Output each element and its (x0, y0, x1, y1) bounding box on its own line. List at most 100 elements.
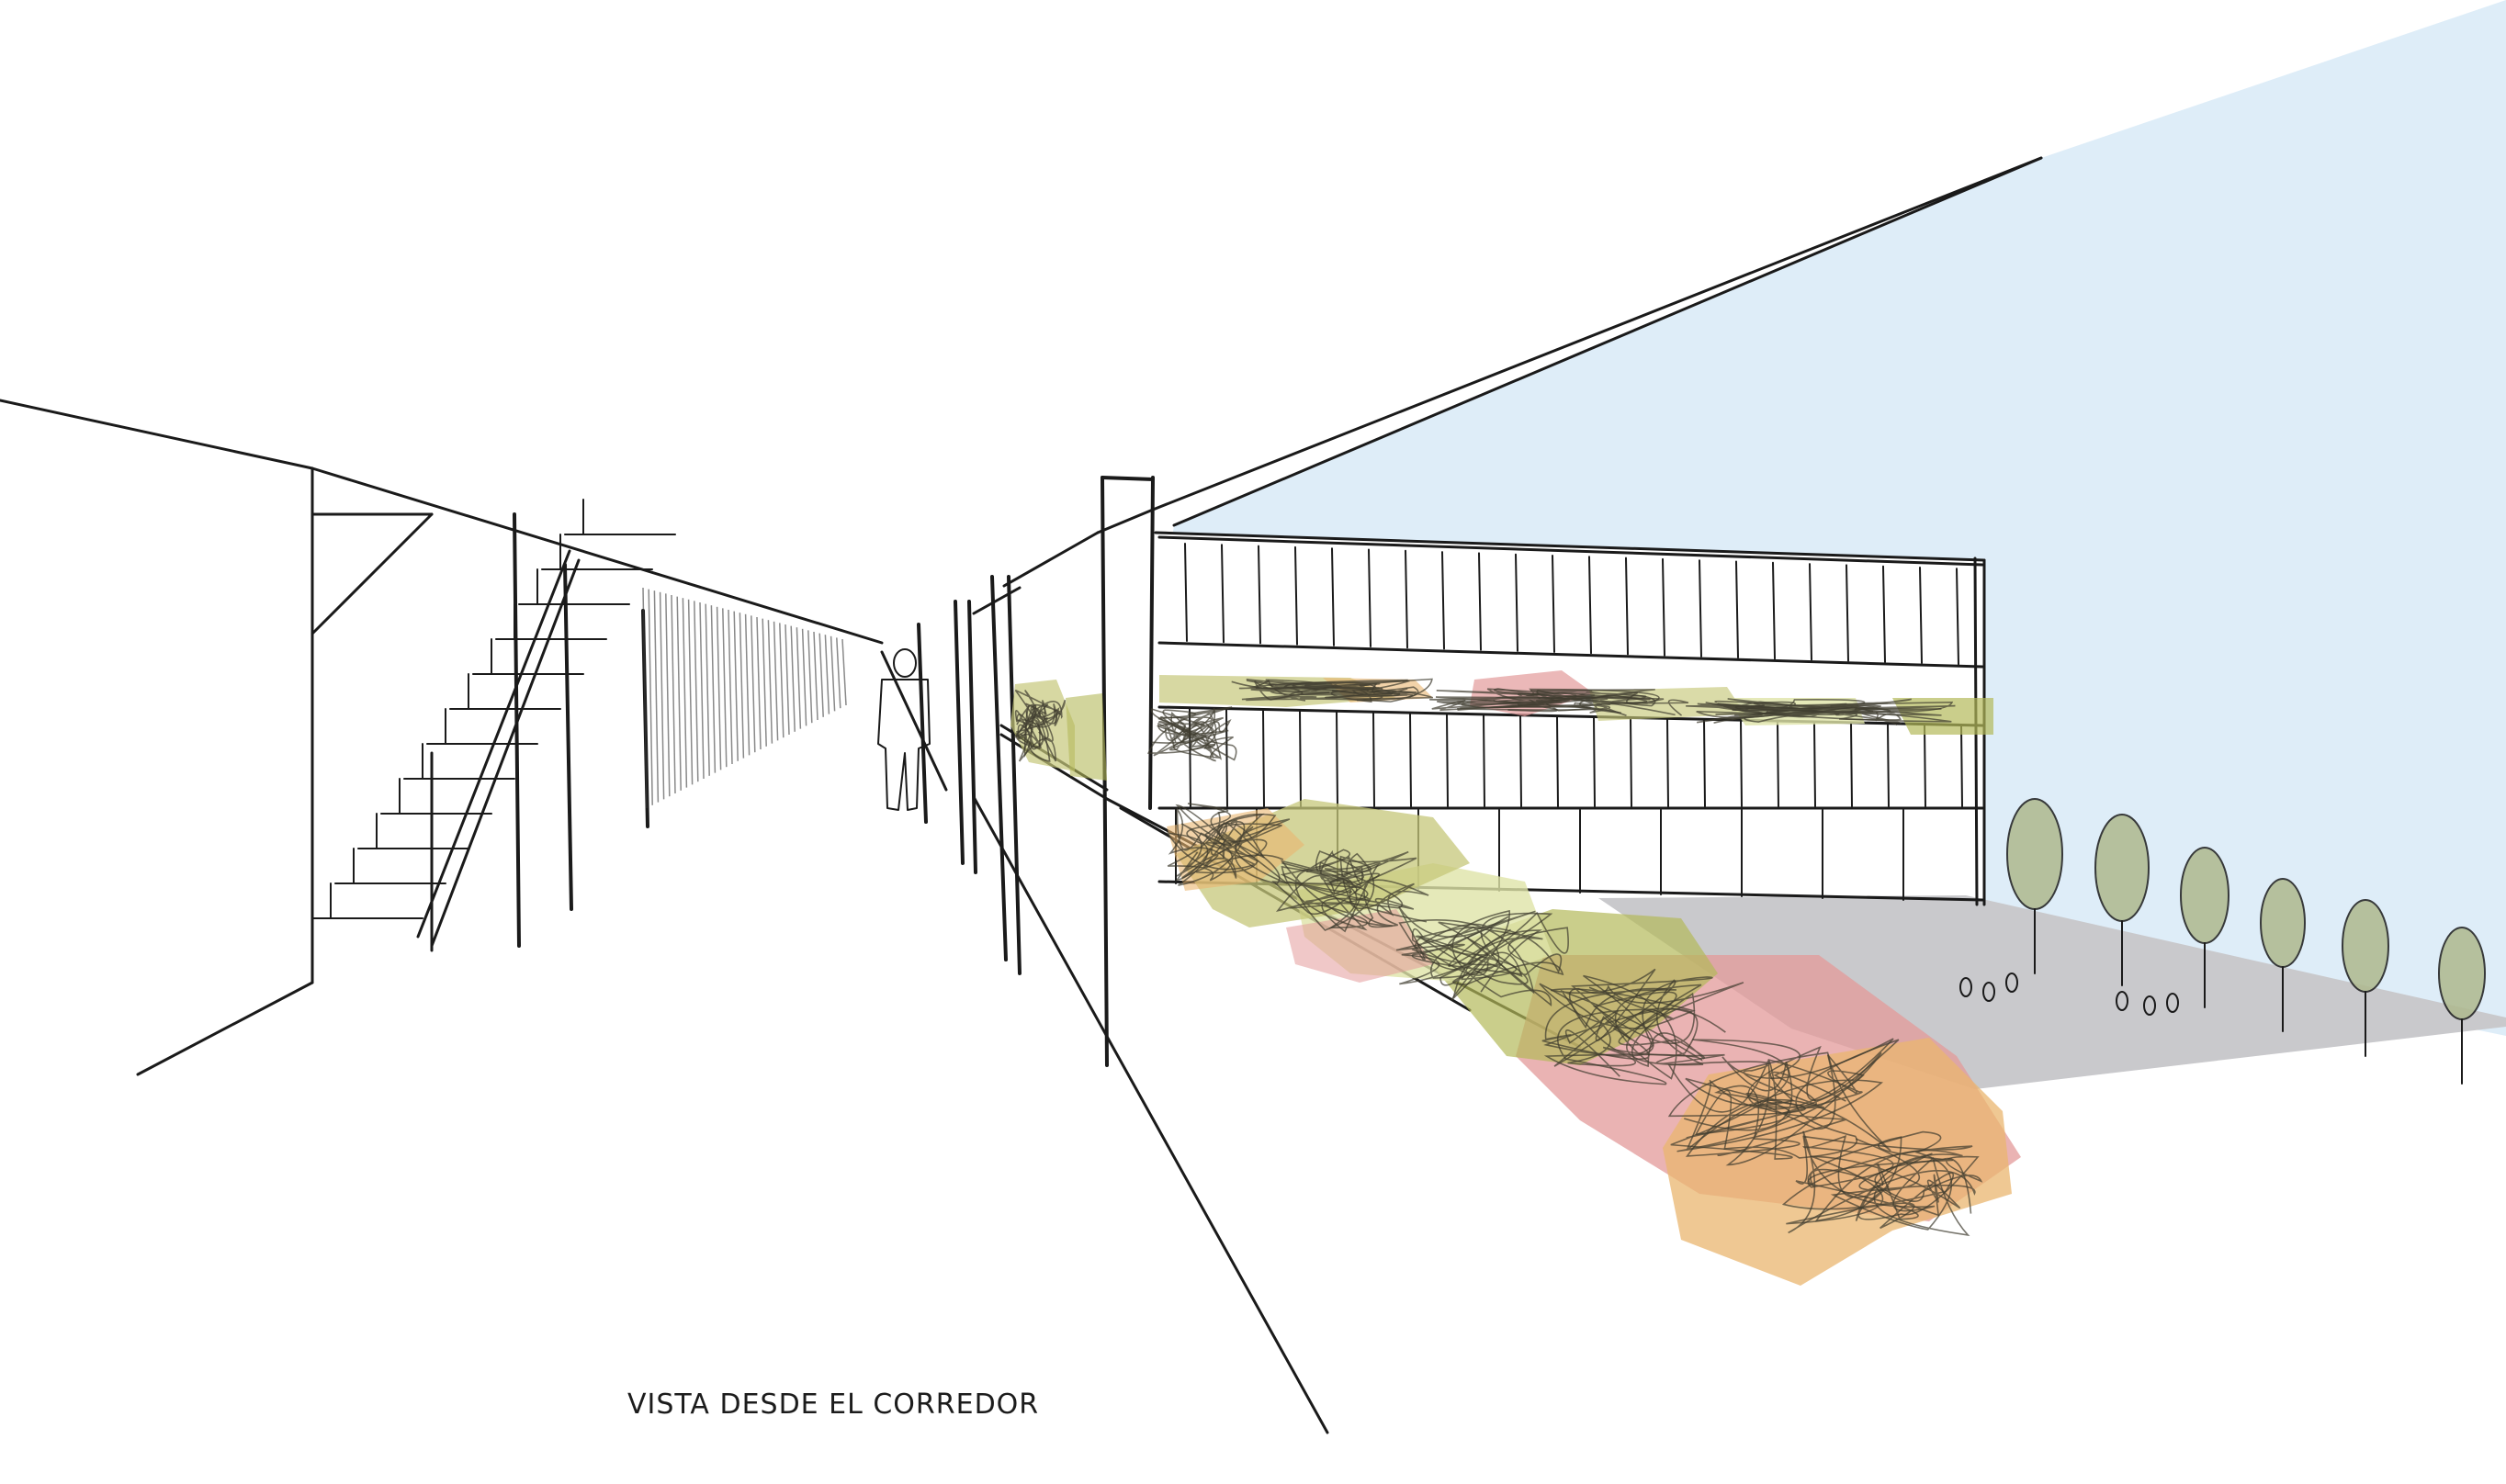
sketch-stroke (416, 549, 571, 939)
sketch-stroke (756, 616, 762, 750)
sketch-stroke (1882, 565, 1886, 663)
sketch-stroke (813, 631, 818, 721)
sketch-stroke (801, 628, 807, 726)
plaza-person (2005, 972, 2018, 993)
scribble-stroke (1429, 689, 1656, 714)
sketch-stroke (1515, 553, 1518, 652)
scribble-stroke (1788, 1130, 1976, 1237)
sketch-stroke (744, 613, 751, 756)
sketch-stroke (1740, 720, 1743, 807)
sketch-stroke (1478, 552, 1482, 651)
plaza-figures (1959, 972, 2179, 1016)
sketch-stroke (836, 637, 841, 709)
sketch-stroke (1336, 711, 1338, 807)
sketch-stroke (1735, 560, 1739, 658)
sketch-stroke (1956, 568, 1959, 666)
sketch-stroke (1441, 551, 1445, 650)
scribble-stroke (1167, 803, 1284, 882)
sketch-stroke (671, 594, 676, 794)
scribble-stroke (1781, 1135, 1973, 1230)
scribble-stroke (1802, 1134, 1983, 1222)
sketch-stroke (1850, 723, 1853, 807)
sketch-stroke (710, 605, 717, 773)
sky-wash (1165, 0, 2506, 1036)
sketch-stroke (728, 609, 733, 765)
sketch-stroke (830, 635, 836, 712)
planting-scribbles (1013, 678, 1983, 1237)
person-silhouette (877, 648, 931, 811)
sketch-stroke (642, 587, 648, 809)
sketch-stroke (818, 633, 824, 717)
sketch-stroke (739, 613, 745, 759)
sketch-stroke (1662, 557, 1665, 657)
sketch-stroke (773, 621, 779, 741)
sketch-caption: VISTA DESDE EL CORREDOR (627, 1388, 1040, 1421)
sketch-stroke (1666, 718, 1669, 807)
building-mullions (1175, 543, 1963, 901)
sketch-stroke (1556, 716, 1559, 807)
sketch-stroke (694, 601, 699, 782)
sketch-stroke (1446, 714, 1449, 807)
sketch-stroke (1813, 722, 1816, 807)
sketch-stroke (1225, 708, 1228, 807)
sketch-stroke (807, 630, 813, 724)
sketch-stroke (722, 608, 728, 768)
sketch-stroke (1703, 719, 1706, 807)
sketch-stroke (1299, 710, 1302, 807)
corridor-columns (513, 476, 1155, 1067)
scribble-stroke (1667, 1038, 1894, 1166)
sketch-stroke (841, 638, 847, 706)
sketch-stroke (796, 627, 802, 729)
sketch-stroke (430, 558, 581, 948)
sketch-stroke (762, 618, 767, 747)
scribble-stroke (1543, 968, 1713, 1085)
sketch-stroke (751, 615, 756, 753)
scribble-stroke (1275, 849, 1417, 931)
sketch-stroke (1772, 561, 1776, 660)
sketch-stroke (310, 512, 434, 635)
sketch-stroke (790, 625, 796, 732)
sketch-stroke (1846, 564, 1849, 662)
scribble-stroke (1231, 678, 1417, 703)
tree-canopy (2180, 847, 2229, 944)
sketch-stroke (716, 606, 722, 770)
scribble-stroke (1398, 906, 1563, 998)
tree-canopy (2342, 899, 2389, 993)
corridor-lines (0, 156, 2043, 1434)
tree-canopy (2006, 798, 2063, 910)
tree-canopy (2260, 878, 2306, 968)
scribble-stroke (1015, 700, 1067, 762)
sketch-stroke (1405, 549, 1408, 649)
sketch-stroke (653, 590, 660, 803)
sketch-stroke (648, 589, 653, 805)
sketch-stroke (699, 601, 705, 780)
sketch-stroke (1699, 559, 1702, 658)
sketch-stroke (1409, 713, 1412, 807)
sketch-stroke (779, 623, 785, 738)
sketch-stroke (733, 611, 739, 761)
sketch-stroke (1368, 548, 1372, 647)
sketch-stroke (705, 603, 710, 776)
scribble-stroke (1541, 982, 1744, 1067)
scribble-stroke (1280, 849, 1428, 931)
corridor-hatching (642, 587, 847, 809)
plaza-person (2143, 995, 2156, 1016)
sketch-stroke (1221, 544, 1225, 644)
scribble-stroke (1667, 1039, 1900, 1159)
sketch-stroke (1331, 547, 1335, 646)
scribble-stroke (1686, 698, 1952, 725)
sketch-stroke (1189, 708, 1191, 807)
sketch-stroke (1809, 563, 1812, 661)
sketch-stroke (687, 599, 694, 785)
sketch-stroke (1625, 556, 1629, 656)
sketch-stroke (1258, 545, 1261, 645)
sketch-stroke (1887, 724, 1890, 807)
sketch-stroke (1919, 567, 1923, 664)
tree-canopy (2438, 927, 2486, 1020)
sketch-stroke (1184, 543, 1188, 642)
plaza-person (1959, 977, 1972, 997)
sketch-stroke (824, 635, 830, 714)
sketch-stroke (676, 596, 682, 791)
sketch-stroke (1262, 709, 1265, 807)
